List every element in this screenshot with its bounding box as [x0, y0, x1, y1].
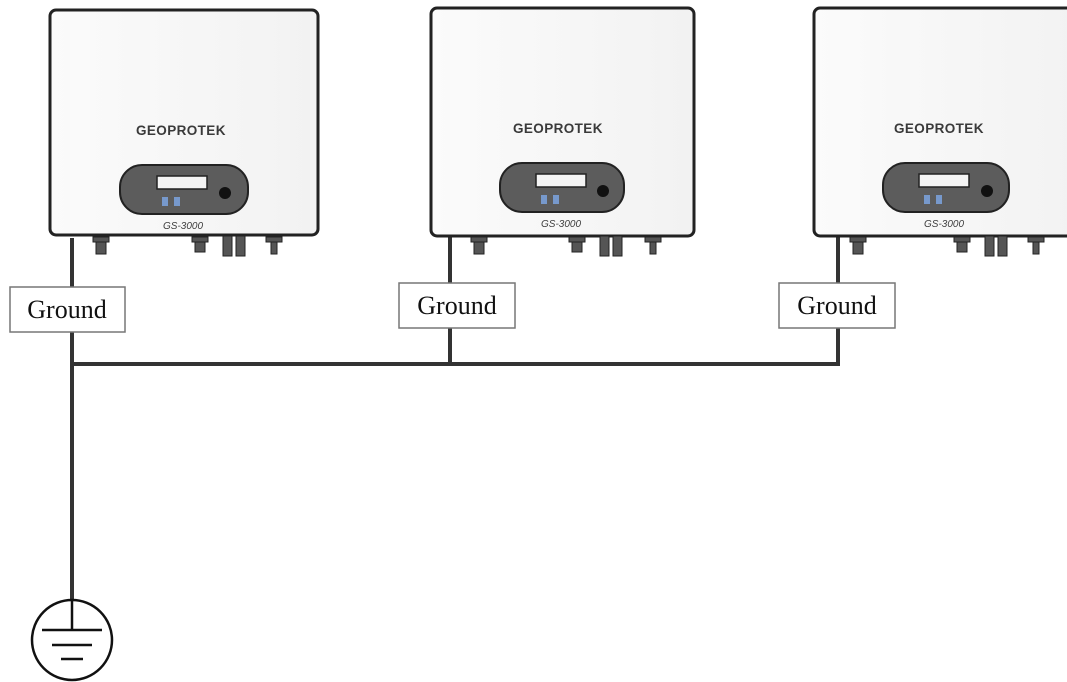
status-led-icon	[924, 195, 930, 204]
brand-logo: GEOPROTEK	[894, 121, 984, 136]
status-led-icon	[174, 197, 180, 206]
control-button	[219, 187, 231, 199]
connector-terminals	[470, 235, 662, 257]
lcd-screen	[156, 175, 208, 190]
inverter-2: GEOPROTEK GS-3000	[429, 6, 696, 257]
lcd-screen	[918, 173, 970, 188]
connector-terminals	[849, 235, 1045, 257]
earth-ground-icon	[30, 598, 114, 682]
brand-logo: GEOPROTEK	[513, 121, 603, 136]
lcd-screen	[535, 173, 587, 188]
connector-terminals	[92, 235, 283, 257]
control-button	[597, 185, 609, 197]
inverter-body	[48, 8, 320, 237]
ground-label-text: Ground	[417, 291, 496, 320]
status-led-icon	[541, 195, 547, 204]
control-button	[981, 185, 993, 197]
ground-label-2: Ground	[398, 282, 516, 329]
ground-label-text: Ground	[797, 291, 876, 320]
status-led-icon	[162, 197, 168, 206]
ground-label-3: Ground	[778, 282, 896, 329]
model-label: GS-3000	[924, 219, 964, 230]
status-led-icon	[936, 195, 942, 204]
inverter-1: GEOPROTEK GS-3000	[48, 8, 320, 257]
ground-label-1: Ground	[9, 286, 126, 333]
ground-label-text: Ground	[27, 295, 106, 324]
inverter-3: GEOPROTEK GS-3000	[812, 6, 1067, 257]
brand-logo: GEOPROTEK	[136, 123, 226, 138]
model-label: GS-3000	[163, 221, 203, 232]
status-led-icon	[553, 195, 559, 204]
model-label: GS-3000	[541, 219, 581, 230]
inverter-body	[429, 6, 696, 238]
